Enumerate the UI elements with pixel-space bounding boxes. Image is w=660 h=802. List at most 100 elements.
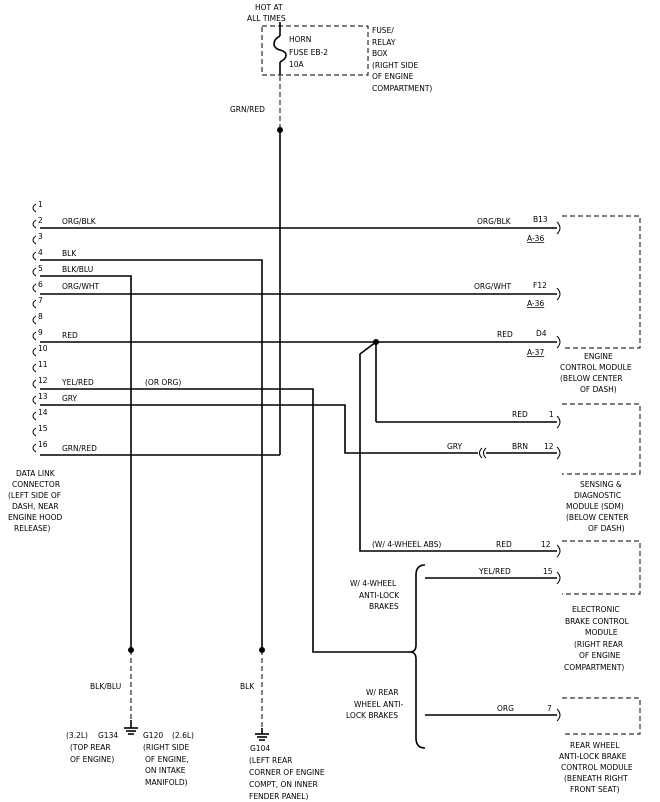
sdm-outline bbox=[562, 403, 641, 475]
box-label-1: FUSE/ bbox=[372, 26, 394, 35]
fuse-label: FUSE EB-2 bbox=[289, 48, 328, 57]
blk-blu-ground-label: BLK/BLU bbox=[90, 682, 121, 691]
abs-note: (W/ 4-WHEEL ABS) bbox=[372, 540, 441, 549]
electronic-brake-control-module: (W/ 4-WHEEL ABS) RED 12 YEL/RED 15 W/ 4-… bbox=[350, 540, 641, 672]
w4-label-1: W/ 4-WHEEL bbox=[350, 579, 397, 588]
ground-g134-g120: BLK/BLU (3.2L) G134 G120 (2.6L) (TOP REA… bbox=[66, 647, 194, 787]
sdm-label-4: (BELOW CENTER bbox=[566, 513, 629, 522]
wire-grn-red-label: GRN/RED bbox=[62, 444, 97, 453]
dlc-pin-13: 13 bbox=[38, 392, 48, 401]
ecm-wire-3-conn: A-37 bbox=[527, 348, 544, 357]
rwal-label-2: ANTI-LOCK BRAKE bbox=[559, 752, 627, 761]
dlc-pin-8: 8 bbox=[38, 312, 43, 321]
dlc-pin-7: 7 bbox=[38, 296, 43, 305]
w4-label-3: BRAKES bbox=[369, 602, 399, 611]
ecm-label-4: OF DASH) bbox=[580, 385, 617, 394]
g120-desc-1: (RIGHT SIDE bbox=[143, 743, 190, 752]
dlc-pin-14: 14 bbox=[38, 408, 48, 417]
wire-gry bbox=[40, 404, 478, 454]
wire-yel-red-label: YEL/RED bbox=[61, 378, 94, 387]
all-times-label: ALL TIMES bbox=[247, 14, 286, 23]
g134-desc-1: (TOP REAR bbox=[70, 743, 111, 752]
dlc-pin-4: 4 bbox=[38, 248, 43, 257]
g104-desc-4: FENDER PANEL) bbox=[249, 792, 308, 801]
rear-wheel-antilock-module: ORG 7 W/ REAR WHEEL ANTI- LOCK BRAKES RE… bbox=[346, 688, 641, 794]
blk-ground-label: BLK bbox=[240, 682, 255, 691]
ebcm-label-1: ELECTRONIC bbox=[572, 605, 620, 614]
g120-eng: (2.6L) bbox=[172, 731, 194, 740]
wire-blk bbox=[40, 259, 263, 650]
g104-desc-1: (LEFT REAR bbox=[249, 756, 292, 765]
inline-connector bbox=[479, 447, 487, 459]
ecm-wire-1-conn: A-36 bbox=[527, 234, 544, 243]
dlc-pin-9: 9 bbox=[38, 328, 43, 337]
ecm-label-3: (BELOW CENTER bbox=[560, 374, 623, 383]
ebcm-label-5: OF ENGINE bbox=[579, 651, 621, 660]
box-label-5: OF ENGINE bbox=[372, 72, 414, 81]
rwal-outline bbox=[562, 697, 641, 735]
ebcm-red-pin: 12 bbox=[541, 540, 551, 549]
wire-yel-red-alt-label: (OR ORG) bbox=[145, 378, 181, 387]
engine-control-module: ORG/BLK B13 A-36 ORG/WHT F12 A-36 RED D4… bbox=[474, 215, 641, 394]
g104-label: G104 bbox=[250, 744, 270, 753]
sensing-diagnostic-module: RED 1 GRY BRN 12 SENSING & DIAGNOSTIC MO… bbox=[447, 403, 641, 533]
rwal-label-1: REAR WHEEL bbox=[570, 741, 620, 750]
w-rear-2: WHEEL ANTI- bbox=[354, 700, 404, 709]
dlc-label-4: DASH, NEAR bbox=[12, 502, 59, 511]
ecm-wire-2-color: ORG/WHT bbox=[474, 282, 512, 291]
dlc-label-1: DATA LINK bbox=[16, 469, 56, 478]
dlc-label-5: ENGINE HOOD bbox=[8, 513, 63, 522]
wire-blk-blu bbox=[40, 275, 132, 650]
sdm-brn-pin: 12 bbox=[544, 442, 554, 451]
sdm-brn-label: BRN bbox=[512, 442, 528, 451]
ecm-label-1: ENGINE bbox=[584, 352, 613, 361]
ecm-wire-3-color: RED bbox=[497, 330, 513, 339]
wire-org-blk-label: ORG/BLK bbox=[62, 217, 97, 226]
g134-label: G134 bbox=[98, 731, 118, 740]
g134-desc-2: OF ENGINE) bbox=[70, 755, 114, 764]
box-label-6: COMPARTMENT) bbox=[372, 84, 432, 93]
wire-blk-label: BLK bbox=[62, 249, 77, 258]
dlc-pin-16: 16 bbox=[38, 440, 48, 449]
dlc-pin-1: 1 bbox=[38, 200, 43, 209]
ebcm-yel-pin: 15 bbox=[543, 567, 553, 576]
ebcm-label-2: BRAKE CONTROL bbox=[565, 617, 630, 626]
g120-desc-3: ON INTAKE bbox=[145, 766, 186, 775]
box-label-3: BOX bbox=[372, 49, 388, 58]
dlc-pin-11: 11 bbox=[38, 360, 48, 369]
dlc-pin-10: 10 bbox=[38, 344, 48, 353]
horn-label: HORN bbox=[289, 35, 311, 44]
rwal-label-3: CONTROL MODULE bbox=[561, 763, 633, 772]
rwal-org-pin: 7 bbox=[547, 704, 552, 713]
dlc-pin-5: 5 bbox=[38, 264, 43, 273]
ebcm-label-4: (RIGHT REAR bbox=[574, 640, 623, 649]
sdm-red-pin: 1 bbox=[549, 410, 554, 419]
ebcm-outline bbox=[562, 540, 641, 595]
wire-yel-red bbox=[40, 388, 410, 653]
dlc-label-2: CONNECTOR bbox=[12, 480, 60, 489]
wire-gry-label: GRY bbox=[62, 394, 78, 403]
wire-org-wht-label: ORG/WHT bbox=[62, 282, 100, 291]
rwal-label-4: (BENEATH RIGHT bbox=[564, 774, 628, 783]
ecm-outline bbox=[562, 215, 641, 349]
w-rear-3: LOCK BRAKES bbox=[346, 711, 398, 720]
dlc-pin-15: 15 bbox=[38, 424, 48, 433]
sdm-label-3: MODULE (SDM) bbox=[566, 502, 624, 511]
ecm-label-2: CONTROL MODULE bbox=[560, 363, 632, 372]
amps-label: 10A bbox=[289, 60, 305, 69]
ebcm-label-3: MODULE bbox=[585, 628, 618, 637]
ecm-wire-1-pin: B13 bbox=[533, 215, 548, 224]
box-label-4: (RIGHT SIDE bbox=[372, 61, 419, 70]
sdm-label-2: DIAGNOSTIC bbox=[574, 491, 621, 500]
sdm-gry-label: GRY bbox=[447, 442, 463, 451]
option-brace bbox=[409, 564, 426, 749]
g104-desc-3: COMPT, ON INNER bbox=[249, 780, 318, 789]
dlc-pin-3: 3 bbox=[38, 232, 43, 241]
rwal-org-label: ORG bbox=[497, 704, 514, 713]
dlc-pin-6: 6 bbox=[38, 280, 43, 289]
dlc-pin-2: 2 bbox=[38, 216, 43, 225]
w4-label-2: ANTI-LOCK bbox=[359, 591, 400, 600]
g134-eng: (3.2L) bbox=[66, 731, 88, 740]
g120-desc-4: MANIFOLD) bbox=[145, 778, 188, 787]
